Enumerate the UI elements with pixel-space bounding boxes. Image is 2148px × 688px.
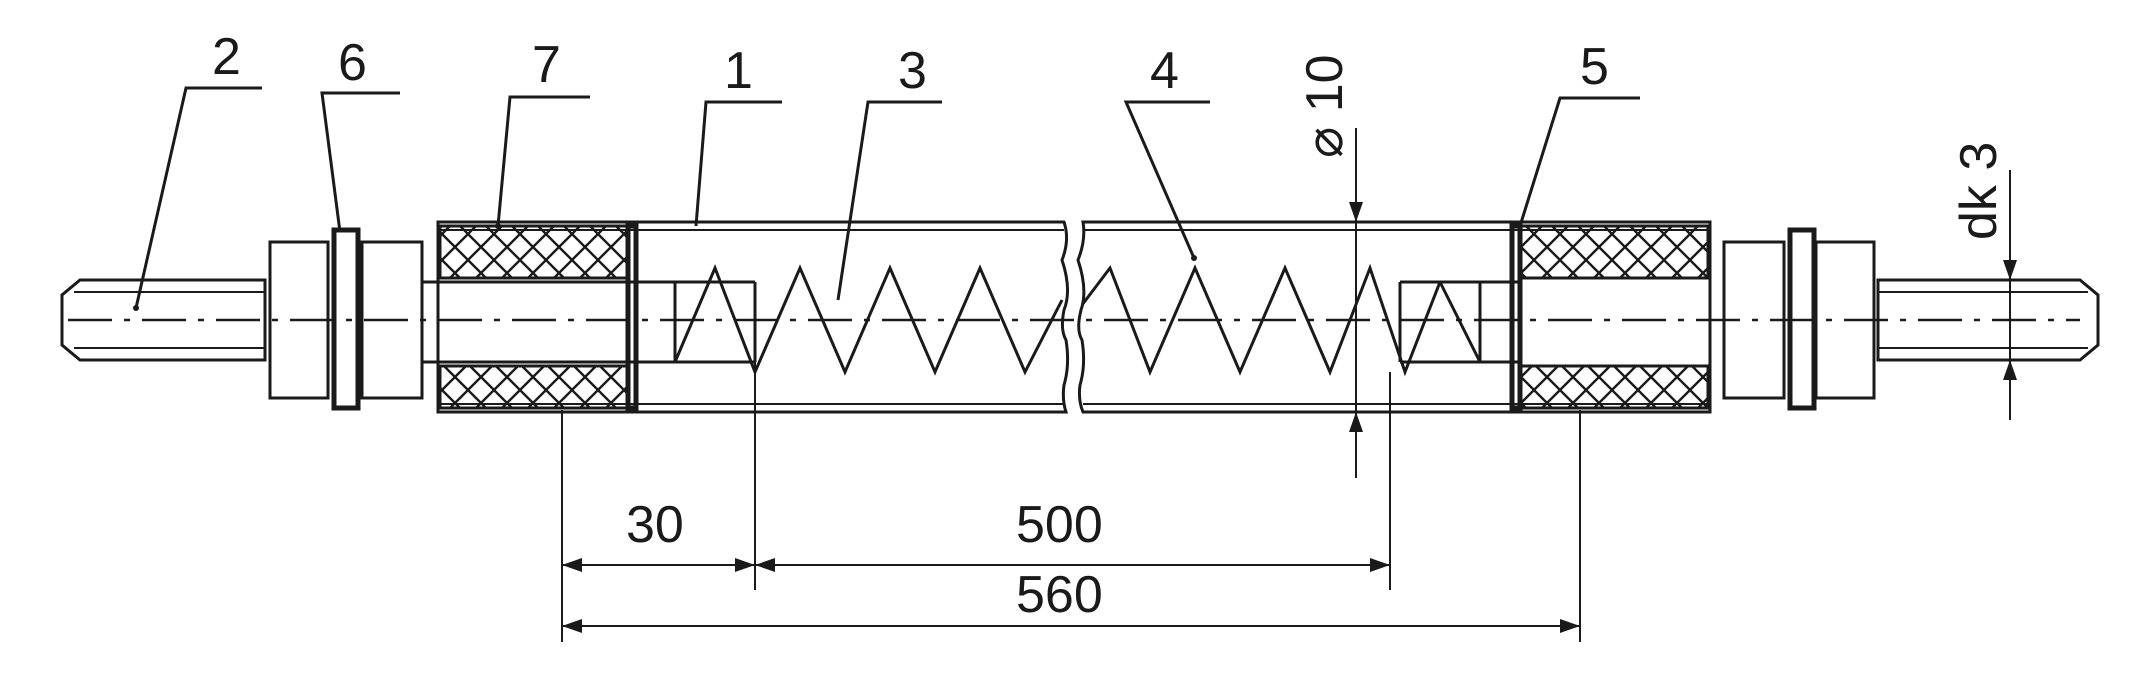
part-label-6: 6: [338, 34, 367, 92]
part-label-1: 1: [724, 42, 753, 100]
right-threaded-rod: [1876, 278, 2100, 362]
left-plug: [438, 223, 639, 411]
dimension-tube-diameter: ⌀ 10: [1296, 54, 1354, 158]
spring: [673, 263, 1482, 377]
part-label-4: 4: [1150, 42, 1179, 100]
part-label-5: 5: [1580, 38, 1609, 96]
dimension-offset: 30: [626, 496, 684, 554]
left-inner-rod: [422, 280, 757, 364]
leader-lines: [133, 86, 1640, 311]
part-label-3: 3: [898, 42, 927, 100]
left-threaded-rod: [60, 278, 267, 362]
right-plug: [1509, 223, 1710, 411]
dimension-rod-diameter: dk 3: [1950, 142, 2008, 240]
dimension-overall-length: 560: [1016, 566, 1103, 624]
dimension-lines: [561, 128, 2017, 642]
left-washer: [331, 227, 361, 411]
dimension-spring-length: 500: [1016, 496, 1103, 554]
part-label-7: 7: [532, 36, 561, 94]
part-label-2: 2: [212, 28, 241, 86]
